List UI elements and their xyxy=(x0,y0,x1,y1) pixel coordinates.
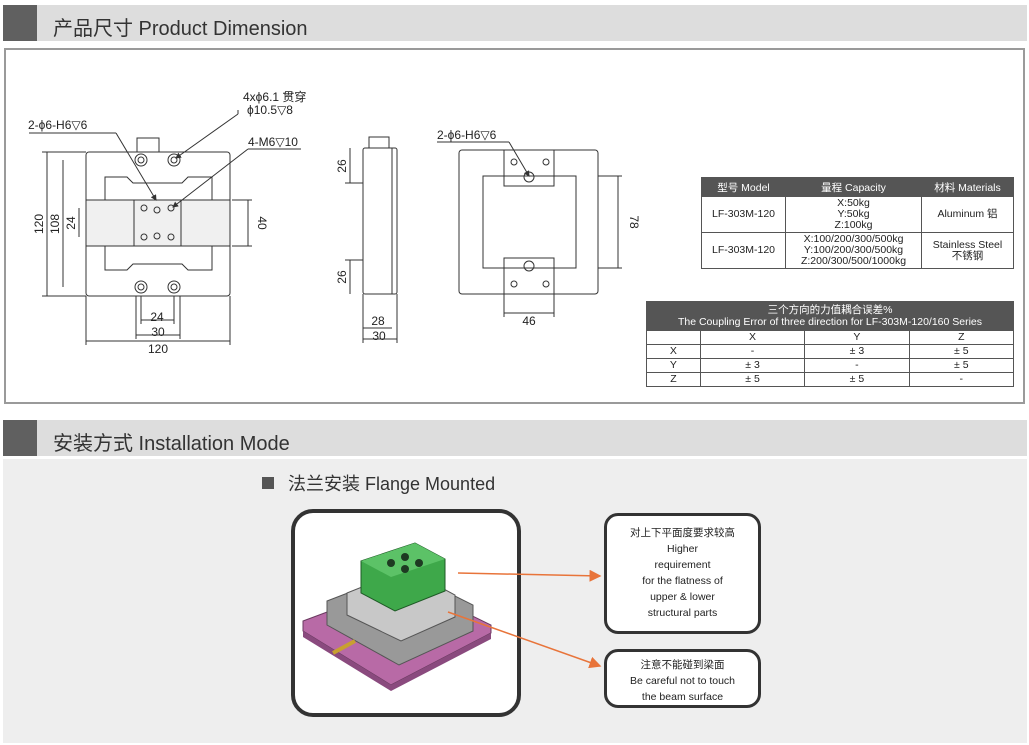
technical-drawing: 4xϕ6.1 贯穿 ϕ10.5▽8 2-ϕ6-H6▽6 4-M6▽10 2-ϕ6… xyxy=(28,89,641,356)
spec-material: Aluminum 铝 xyxy=(921,196,1014,233)
installation-photo-frame xyxy=(291,509,521,717)
table-cell: Y xyxy=(646,358,701,373)
flange-heading-text: 法兰安装 Flange Mounted xyxy=(288,474,496,494)
capacity-x: X:100/200/300/500kg xyxy=(803,233,904,245)
column-header: X xyxy=(699,330,806,345)
capacity-z: Z:200/300/500/1000kg xyxy=(800,255,907,267)
table-row: X - ± 3 ± 5 xyxy=(646,344,1015,359)
coupling-title: 三个方向的力值耦合误差% The Coupling Error of three… xyxy=(646,301,1014,331)
table-cell: ± 5 xyxy=(908,358,1015,373)
section-marker xyxy=(3,420,37,456)
table-cell: ± 5 xyxy=(804,372,910,387)
section-marker xyxy=(3,5,37,41)
dim-width-30: 30 xyxy=(151,325,165,339)
column-header: Y xyxy=(804,330,910,345)
label-counterbore: ϕ10.5▽8 xyxy=(247,103,293,117)
bullet-square-icon xyxy=(262,477,274,489)
table-cell: - xyxy=(804,358,910,373)
table-cell: - xyxy=(699,344,806,359)
column-header: Z xyxy=(908,330,1015,345)
coupling-error-table: 三个方向的力值耦合误差% The Coupling Error of three… xyxy=(646,301,1015,387)
callout-line: structural parts xyxy=(647,607,718,619)
dim-side-26-top: 26 xyxy=(335,159,349,173)
spec-header-model: 型号 Model xyxy=(700,177,787,197)
dim-width-24: 24 xyxy=(150,310,164,324)
callout-line: for the flatness of xyxy=(642,575,723,587)
spec-table: 型号 Model 量程 Capacity 材料 Materials LF-303… xyxy=(700,177,1014,269)
section-title-installation: 安装方式 Installation Mode xyxy=(53,433,290,455)
callout-flatness: 对上下平面度要求较高 Higher requirement for the fl… xyxy=(604,513,761,634)
flange-heading: 法兰安装 Flange Mounted xyxy=(262,470,495,496)
table-cell: X xyxy=(646,344,701,359)
capacity-x: X:50kg xyxy=(837,197,870,209)
column-header xyxy=(646,330,701,345)
callout-line: requirement xyxy=(654,559,711,571)
installation-illustration xyxy=(302,542,492,691)
table-row: LF-303M-120 X:100/200/300/500kg Y:100/20… xyxy=(700,232,1014,269)
callout-line: Higher xyxy=(667,543,698,555)
label-threads: 4-M6▽10 xyxy=(248,135,298,149)
label-holes-through: 4xϕ6.1 贯穿 xyxy=(243,89,306,104)
spec-header-material: 材料 Materials xyxy=(921,177,1014,197)
spec-capacity: X:50kg Y:50kg Z:100kg xyxy=(785,196,922,233)
table-row: Z ± 5 ± 5 - xyxy=(646,372,1015,387)
dim-height-40: 40 xyxy=(255,216,269,230)
callout-line: Be careful not to touch xyxy=(629,675,736,687)
callout-beam-surface: 注意不能碰到梁面 Be careful not to touch the bea… xyxy=(604,649,761,708)
section-header-dimension: 产品尺寸 Product Dimension xyxy=(3,5,1027,41)
dim-back-78: 78 xyxy=(627,215,641,229)
callout-line: upper & lower xyxy=(650,591,715,603)
capacity-y: Y:100/200/300/500kg xyxy=(803,244,904,256)
dim-height-108: 108 xyxy=(48,214,62,234)
callout-line: 注意不能碰到梁面 xyxy=(640,659,725,671)
section-header-installation: 安装方式 Installation Mode xyxy=(3,420,1027,456)
coupling-title-en: The Coupling Error of three direction fo… xyxy=(677,316,983,328)
spec-capacity: X:100/200/300/500kg Y:100/200/300/500kg … xyxy=(785,232,922,269)
section-title-dimension: 产品尺寸 Product Dimension xyxy=(53,18,308,40)
dim-height-120: 120 xyxy=(32,214,46,234)
dim-width-120: 120 xyxy=(148,342,168,356)
capacity-y: Y:50kg xyxy=(837,208,870,220)
spec-header-capacity: 量程 Capacity xyxy=(785,177,922,197)
table-row: LF-303M-120 X:50kg Y:50kg Z:100kg Alumin… xyxy=(700,196,1014,233)
coupling-title-cn: 三个方向的力值耦合误差% xyxy=(767,304,893,316)
spec-model: LF-303M-120 xyxy=(700,196,787,233)
material-en: Stainless Steel xyxy=(932,238,1003,251)
dim-side-26-bottom: 26 xyxy=(335,270,349,284)
spec-model: LF-303M-120 xyxy=(700,232,787,269)
callout-line: the beam surface xyxy=(641,691,724,703)
table-cell: ± 3 xyxy=(804,344,910,359)
label-pin-holes-left: 2-ϕ6-H6▽6 xyxy=(28,118,88,132)
dim-height-24: 24 xyxy=(64,216,78,230)
dim-side-28: 28 xyxy=(371,314,385,328)
table-cell: ± 5 xyxy=(908,344,1015,359)
dim-back-46: 46 xyxy=(522,314,536,328)
table-cell: - xyxy=(908,372,1015,387)
table-cell: ± 3 xyxy=(699,358,806,373)
capacity-z: Z:100kg xyxy=(834,219,873,231)
table-header-row: X Y Z xyxy=(646,330,1015,345)
callout-line: 对上下平面度要求较高 xyxy=(630,527,735,539)
spec-material: Stainless Steel 不锈钢 xyxy=(921,232,1014,269)
front-view-connector xyxy=(136,137,160,153)
dim-side-30: 30 xyxy=(372,329,386,343)
material-cn: 不锈钢 xyxy=(951,249,984,262)
table-row: Y ± 3 - ± 5 xyxy=(646,358,1015,373)
table-cell: Z xyxy=(646,372,701,387)
table-cell: ± 5 xyxy=(699,372,806,387)
label-pin-holes-right: 2-ϕ6-H6▽6 xyxy=(437,128,497,142)
